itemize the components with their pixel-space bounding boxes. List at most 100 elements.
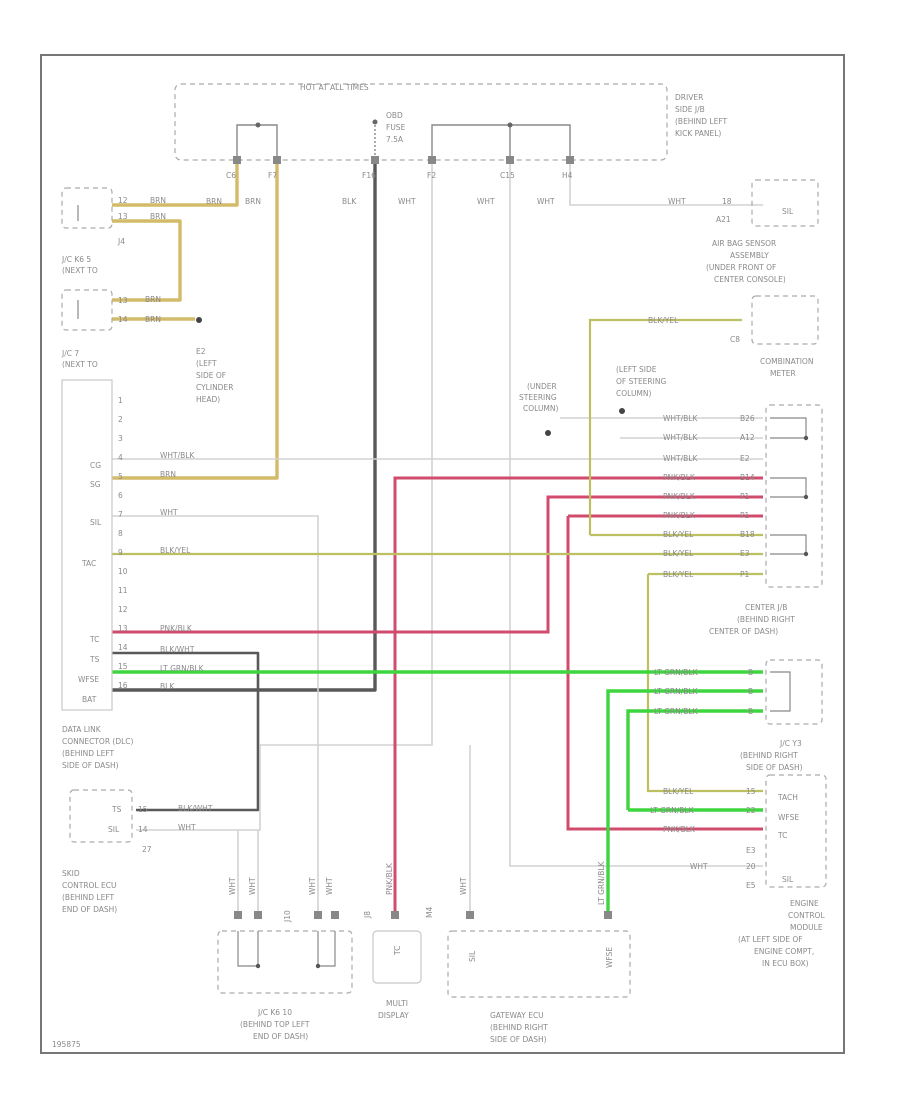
figure-id: 195875 [52,1040,81,1049]
wire-brn-f7 [112,160,279,480]
wire-wht-f2 [238,160,433,831]
wires [112,160,377,812]
svg-text:(UNDER FRONT OF: (UNDER FRONT OF [706,263,776,272]
top-pin-labels: C6 F7 F16 F2 C15 H4 [226,171,573,180]
gateway-box [447,930,631,998]
jc-k6-pin: 12 [118,196,128,205]
svg-text:WHT/BLK: WHT/BLK [663,454,698,463]
ground-e2-icon [196,317,202,323]
svg-text:J/C 7: J/C 7 [61,349,79,358]
ecm-signals: TACH WFSE TC SIL [777,793,799,884]
svg-text:PNK/BLK: PNK/BLK [160,624,193,633]
combo-meter-box [751,295,819,345]
wires-yellow [112,318,763,793]
dlc-label: DATA LINK CONNECTOR (DLC) (BEHIND LEFT S… [62,725,134,770]
svg-text:WHT: WHT [537,197,555,206]
svg-text:A12: A12 [740,433,755,442]
wire-pnk-tc [112,495,763,634]
svg-text:TACH: TACH [777,793,798,802]
svg-text:LT GRN/BLK: LT GRN/BLK [654,668,699,677]
jc-k6-conn: J4 [117,237,125,246]
svg-text:BRN: BRN [206,197,222,206]
svg-text:(UNDER: (UNDER [527,382,557,391]
skid-pin: 14 [138,825,148,834]
svg-text:P1: P1 [740,570,750,579]
svg-text:5: 5 [118,472,123,481]
svg-text:B: B [748,707,753,716]
svg-text:END OF DASH): END OF DASH) [62,905,117,914]
svg-text:KICK PANEL): KICK PANEL) [675,129,721,138]
svg-text:(NEXT TO: (NEXT TO [62,266,98,275]
svg-text:COLUMN): COLUMN) [523,404,559,413]
svg-text:11: 11 [118,586,128,595]
dlc-pin-numbers: 1 2 3 4 5 6 7 8 9 10 11 12 13 14 15 16 [118,396,128,690]
svg-text:(BEHIND RIGHT: (BEHIND RIGHT [490,1023,548,1032]
driver-jb-label: DRIVER SIDE J/B (BEHIND LEFT KICK PANEL) [675,93,728,138]
skid-sig: TS [111,805,122,814]
skid-pin: 27 [142,845,152,854]
svg-text:WHT: WHT [308,877,317,895]
jc-k6-10-box [217,930,353,994]
airbag-box [751,179,819,227]
dlc-signals: CG SG SIL TAC TC TS WFSE BAT [78,461,102,704]
svg-text:F2: F2 [427,171,436,180]
svg-text:15: 15 [746,787,756,796]
center-jb-box [765,404,823,588]
svg-text:TAC: TAC [81,559,96,568]
svg-text:J/C K6 10: J/C K6 10 [257,1008,292,1017]
airbag-label: AIR BAG SENSOR ASSEMBLY (UNDER FRONT OF … [706,239,786,284]
svg-text:CENTER OF DASH): CENTER OF DASH) [709,627,778,636]
skid-sig: SIL [108,825,120,834]
svg-text:BLK/YEL: BLK/YEL [663,787,694,796]
combo-wire: BLK/YEL [648,316,679,325]
multi-display-box [372,930,422,984]
svg-text:BLK/YEL: BLK/YEL [160,546,191,555]
jc-k6-box [61,187,113,229]
wire-grn-y3c [626,709,763,812]
jc-k6-wire: BRN [150,212,166,221]
svg-text:TC: TC [777,831,787,840]
skid-box [69,789,133,843]
splice-dot [507,122,513,128]
svg-text:WHT: WHT [398,197,416,206]
wire-blkwht-ts [112,651,260,812]
driver-jb-box [174,83,668,161]
svg-text:CYLINDER: CYLINDER [196,383,233,392]
svg-text:BRN: BRN [245,197,261,206]
svg-text:14: 14 [118,643,128,652]
jc-7-pin: 14 [118,315,128,324]
svg-text:C15: C15 [500,171,515,180]
svg-text:WFSE: WFSE [778,813,799,822]
jc-k6-10-label: J/C K6 10 (BEHIND TOP LEFT END OF DASH) [240,1008,310,1041]
svg-text:LT GRN/BLK: LT GRN/BLK [654,687,699,696]
svg-text:WHT/BLK: WHT/BLK [663,414,698,423]
svg-text:B: B [748,687,753,696]
svg-text:(BEHIND RIGHT: (BEHIND RIGHT [737,615,795,624]
svg-text:BLK/WHT: BLK/WHT [160,645,195,654]
svg-text:LT GRN/BLK: LT GRN/BLK [654,707,699,716]
jc-k6-label: J/C K6 5 (NEXT TO [61,255,98,275]
ground-icon [619,408,625,414]
svg-text:TC: TC [89,635,99,644]
hot-at-all-times-label: HOT AT ALL TIMES [300,83,369,92]
svg-text:SIDE OF: SIDE OF [196,371,226,380]
svg-text:(BEHIND LEFT: (BEHIND LEFT [62,749,115,758]
wire-yel-tach [646,572,763,793]
svg-text:PNK/BLK: PNK/BLK [663,492,696,501]
svg-text:LT GRN/BLK: LT GRN/BLK [650,806,695,815]
connector-pins [233,156,612,919]
svg-text:B14: B14 [740,473,755,482]
ground-icon [545,430,551,436]
svg-text:F16: F16 [362,171,376,180]
jc-y3-wires: LT GRN/BLK LT GRN/BLK LT GRN/BLK B B B [654,668,753,716]
svg-text:(AT LEFT SIDE OF: (AT LEFT SIDE OF [738,935,803,944]
skid-wire: WHT [178,823,196,832]
svg-text:J/C K6 5: J/C K6 5 [61,255,91,264]
svg-text:E2: E2 [196,347,206,356]
skid-pin: 15 [138,805,148,814]
svg-text:BRN: BRN [160,470,176,479]
jc-7-pin: 13 [118,296,128,305]
svg-text:IN ECU BOX): IN ECU BOX) [762,959,809,968]
svg-text:E3: E3 [746,846,756,855]
svg-text:WHT: WHT [325,877,334,895]
